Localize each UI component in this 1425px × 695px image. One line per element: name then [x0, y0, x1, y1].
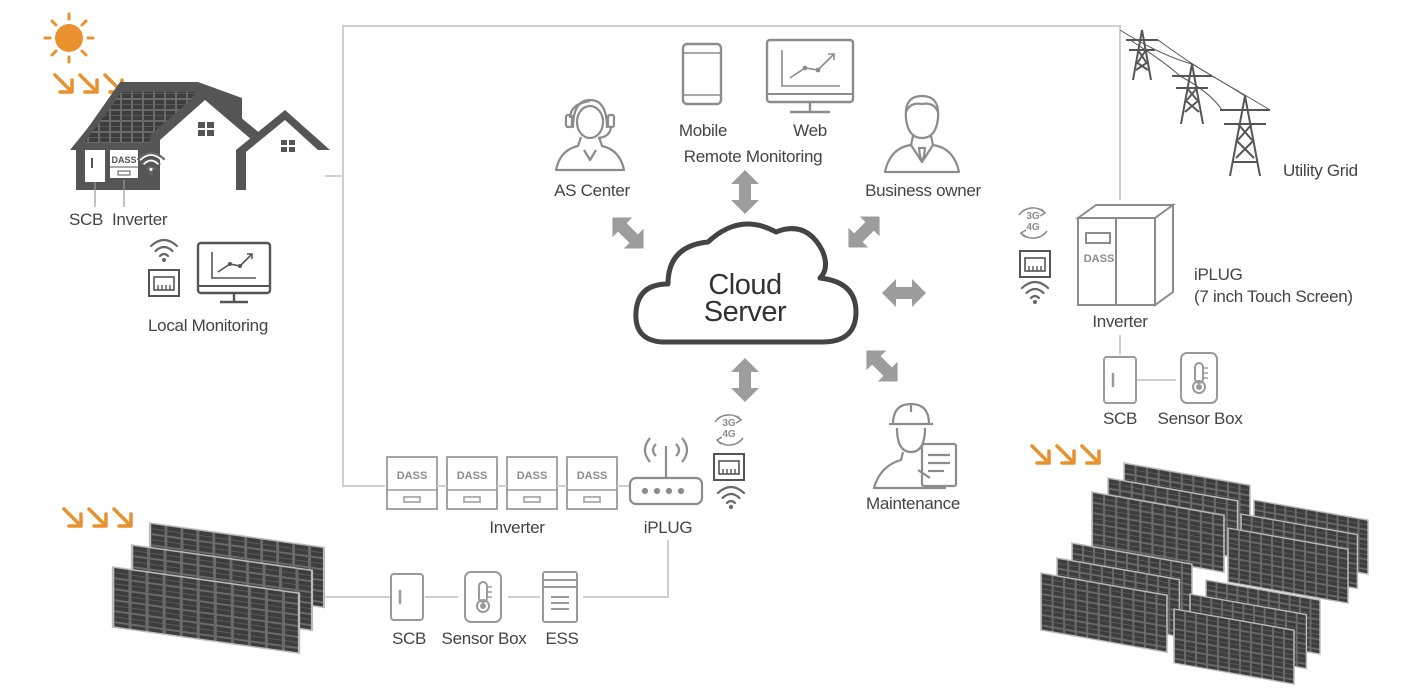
arrow-cloud-right-inverter	[882, 279, 926, 307]
dass-label-house: DASS	[111, 155, 137, 165]
sunlight-arrows-right	[1030, 444, 1101, 465]
thermometer-icon-bottom	[464, 571, 502, 623]
cloud-server-title: Cloud Server	[703, 269, 787, 328]
scb-icon-right	[1102, 355, 1138, 405]
monitor-chart-icon-web	[765, 38, 855, 114]
label-iplug-bottom: iPLUG	[643, 518, 693, 537]
solar-panel-icon-right	[1040, 462, 1369, 685]
inverter-cabinet-icon-bottom-2	[446, 456, 498, 510]
label-maintenance: Maintenance	[865, 494, 961, 513]
label-sensor-box-bottom: Sensor Box	[441, 629, 527, 648]
arrow-cloud-maintenance	[856, 340, 908, 392]
businessman-icon	[883, 94, 961, 174]
label-mobile: Mobile	[678, 121, 728, 140]
sunlight-arrows-house	[53, 73, 124, 94]
net-3g-label-bottom: 3G	[722, 418, 736, 429]
dass-label-bottom-3: DASS	[516, 470, 548, 482]
inverter-cabinet-icon-bottom-3	[506, 456, 558, 510]
arrow-business-cloud	[838, 206, 890, 258]
router-icon-local	[148, 269, 180, 297]
label-web: Web	[793, 121, 827, 140]
cloud-server-icon	[633, 221, 859, 345]
inverter-cabinet-icon-bottom-1	[386, 456, 438, 510]
dass-label-bottom-2: DASS	[456, 470, 488, 482]
sun-icon	[43, 12, 95, 64]
label-scb-right: SCB	[1102, 409, 1138, 428]
headset-agent-icon	[554, 98, 626, 172]
wifi-icon-bottom	[716, 485, 746, 511]
dass-label-right: DASS	[1083, 253, 1115, 265]
sunlight-arrows-bottom-left	[62, 507, 133, 528]
cloud-line-1: Cloud	[708, 269, 782, 301]
label-iplug-right: iPLUG	[1194, 265, 1243, 284]
net-3g-label-right: 3G	[1026, 211, 1040, 222]
arrow-remote-cloud	[731, 170, 759, 214]
label-business-owner: Business owner	[865, 181, 981, 200]
wifi-icon-right	[1020, 280, 1050, 306]
cloud-line-2: Server	[703, 296, 787, 328]
inverter-cabinet-icon-right	[1074, 203, 1177, 307]
label-inverter-bottom: Inverter	[489, 518, 545, 537]
label-inverter-right: Inverter	[1092, 312, 1148, 331]
router-icon-bottom	[713, 453, 745, 481]
label-sensor-box-right: Sensor Box	[1157, 409, 1243, 428]
arrow-cloud-iplug	[731, 358, 759, 402]
net-4g-label-bottom: 4G	[722, 429, 736, 440]
label-scb-bottom: SCB	[391, 629, 427, 648]
mobile-phone-icon	[681, 42, 723, 106]
house-wifi-white	[139, 154, 163, 171]
label-remote-monitoring: Remote Monitoring	[683, 147, 823, 166]
solar-panel-icon-bottom-left	[111, 521, 326, 655]
label-iplug-right-sub: (7 inch Touch Screen)	[1194, 287, 1353, 306]
wifi-icon-local	[149, 238, 179, 264]
monitor-chart-icon-local	[196, 241, 272, 304]
router-icon-iplug-bottom	[628, 437, 704, 506]
dass-label-bottom-1: DASS	[396, 470, 428, 482]
label-ess: ESS	[545, 629, 579, 648]
label-local-monitoring: Local Monitoring	[148, 316, 268, 335]
maintenance-worker-icon	[872, 402, 958, 490]
router-icon-right	[1019, 250, 1051, 278]
thermometer-icon-right	[1180, 352, 1218, 404]
inverter-cabinet-icon-bottom-4	[566, 456, 618, 510]
label-scb-house: SCB	[69, 210, 104, 229]
arrow-as-center-cloud	[602, 207, 654, 259]
scb-icon-bottom	[389, 572, 425, 622]
power-pylon-icon	[1119, 29, 1271, 177]
house-icon	[70, 82, 330, 190]
label-as-center: AS Center	[554, 181, 630, 200]
net-4g-label-right: 4G	[1026, 222, 1040, 233]
dass-label-bottom-4: DASS	[576, 470, 608, 482]
ess-battery-icon	[542, 571, 578, 623]
label-utility-grid: Utility Grid	[1283, 161, 1358, 180]
label-inverter-house: Inverter	[112, 210, 168, 229]
